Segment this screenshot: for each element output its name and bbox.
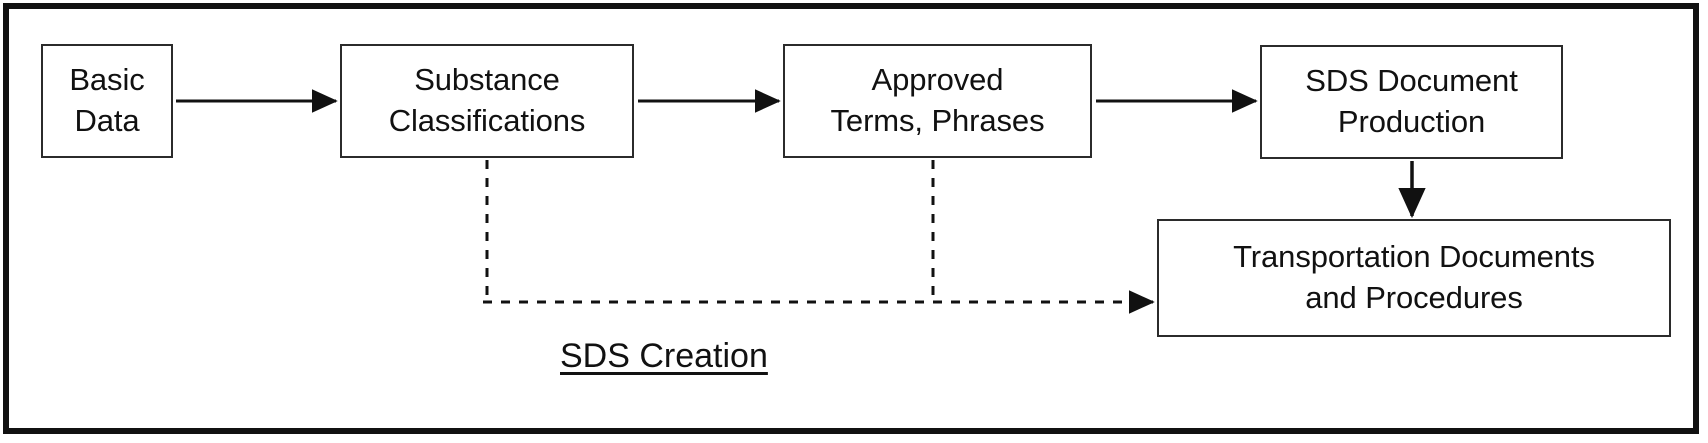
node-approved-terms-phrases-line2: Terms, Phrases <box>830 103 1045 138</box>
node-approved-terms-phrases[interactable]: Approved Terms, Phrases <box>783 44 1092 158</box>
node-sds-document-production[interactable]: SDS Document Production <box>1260 45 1563 159</box>
node-basic-data[interactable]: Basic Data <box>41 44 173 158</box>
diagram-caption: SDS Creation <box>560 337 768 375</box>
node-approved-terms-phrases-line1: Approved <box>871 62 1004 98</box>
node-basic-data-line1: Basic <box>69 62 145 98</box>
node-basic-data-line2: Data <box>74 103 140 138</box>
node-substance-classifications-line1: Substance <box>414 62 560 98</box>
node-transportation-documents[interactable]: Transportation Documents and Procedures <box>1157 219 1671 337</box>
node-sds-document-production-line2: Production <box>1337 104 1486 139</box>
node-sds-document-production-line1: SDS Document <box>1305 63 1518 99</box>
node-substance-classifications[interactable]: Substance Classifications <box>340 44 634 158</box>
node-transportation-documents-line2: and Procedures <box>1305 280 1523 315</box>
node-substance-classifications-line2: Classifications <box>388 103 586 138</box>
node-transportation-documents-line1: Transportation Documents <box>1233 239 1595 275</box>
